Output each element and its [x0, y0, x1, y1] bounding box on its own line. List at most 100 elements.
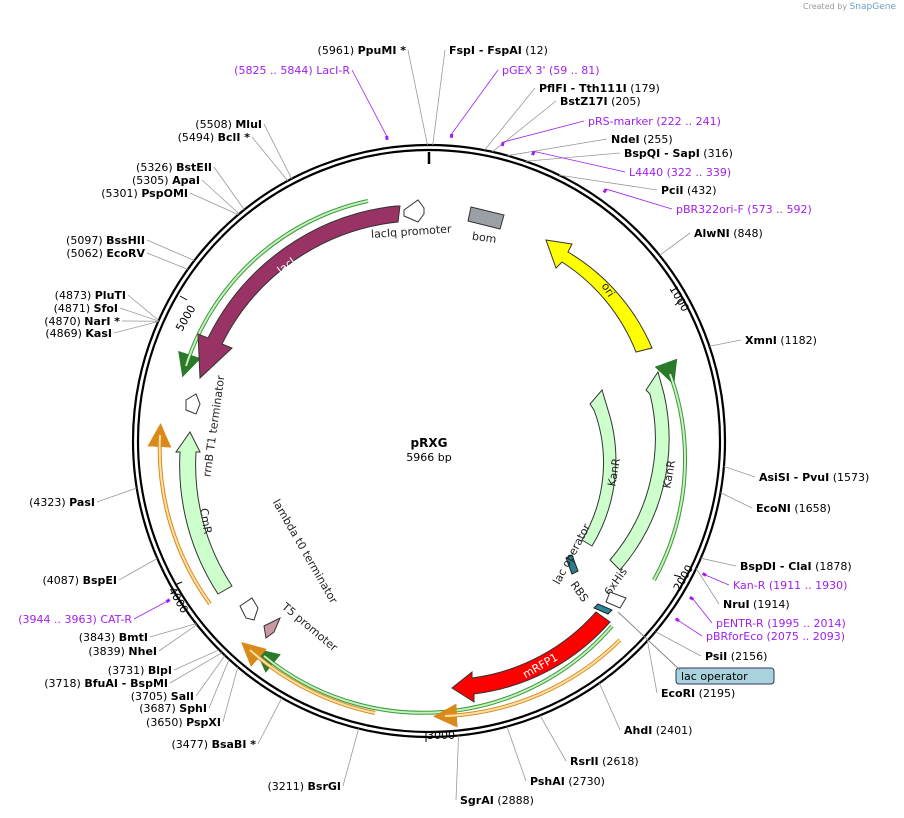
- enzyme-label-5[interactable]: BspQI - SapI (316): [624, 147, 733, 160]
- enzyme-label-37[interactable]: (5305) ApaI: [132, 174, 200, 187]
- enzyme-leader-17: [506, 726, 527, 782]
- primer-label-1[interactable]: pGEX 3' (59 .. 81): [502, 64, 600, 77]
- primer-site-2: [500, 141, 505, 147]
- enzyme-leader-7: [659, 232, 691, 256]
- enzyme-leader-9: [723, 465, 756, 478]
- lac-operator-callout: [675, 667, 775, 685]
- feature-rrnb-t1-terminator[interactable]: [185, 393, 201, 415]
- enzyme-leader-20: [257, 697, 283, 745]
- primer-label-3[interactable]: L4440 (322 .. 339): [629, 166, 731, 179]
- enzyme-label-36[interactable]: (5301) PspOMI: [101, 187, 188, 200]
- feature-t5-promoter[interactable]: [605, 591, 627, 609]
- enzyme-leader-23: [195, 655, 226, 697]
- enzyme-leader-19: [342, 728, 359, 787]
- feature-label-lambda-t0-terminator: lambda t0 terminator: [270, 497, 340, 606]
- feature-ori[interactable]: [545, 239, 653, 353]
- enzyme-label-24[interactable]: (3718) BfuAI - BspMI: [44, 677, 168, 690]
- leader-lines: [96, 49, 756, 801]
- feature-label-laciq-promoter: lacIq promoter: [371, 222, 453, 241]
- enzyme-label-27[interactable]: (3843) BmtI: [79, 631, 148, 644]
- enzyme-label-34[interactable]: (5062) EcoRV: [66, 247, 145, 260]
- enzyme-label-39[interactable]: (5494) BclI *: [178, 131, 251, 144]
- feature-lambda-t0-terminator[interactable]: [239, 597, 259, 621]
- enzyme-label-29[interactable]: (4323) PasI: [29, 496, 95, 509]
- enzyme-label-25[interactable]: (3731) BlpI: [108, 664, 172, 677]
- feature-rbs[interactable]: [593, 603, 613, 615]
- feature-label-ori: ori: [599, 280, 618, 299]
- enzyme-leader-29: [96, 487, 137, 503]
- feature-laci[interactable]: [197, 205, 401, 380]
- enzyme-label-0[interactable]: (5961) PpuMI *: [318, 44, 407, 57]
- primer-label-2[interactable]: pRS-marker (222 .. 241): [588, 115, 721, 128]
- enzyme-label-15[interactable]: AhdI (2401): [624, 724, 692, 737]
- enzyme-label-12[interactable]: NruI (1914): [723, 598, 790, 611]
- enzyme-leader-30: [113, 321, 159, 334]
- enzyme-leader-0: [407, 49, 428, 146]
- feature-mrfp1[interactable]: [451, 611, 611, 703]
- enzyme-label-26[interactable]: (3839) NheI: [88, 645, 157, 658]
- enzyme-labels: (5961) PpuMI * FspI - FspAI (12) PflFI - T…: [29, 44, 869, 807]
- enzyme-label-10[interactable]: EcoNI (1658): [756, 502, 831, 515]
- enzyme-leader-8: [709, 339, 742, 347]
- enzyme-label-28[interactable]: (4087) BspEI: [43, 574, 118, 587]
- enzyme-label-38[interactable]: (5326) BstEII: [136, 161, 212, 174]
- enzyme-leader-28: [118, 558, 158, 581]
- feature-kanr-outer[interactable]: [609, 370, 670, 571]
- enzyme-label-6[interactable]: PciI (432): [661, 184, 717, 197]
- primer-leader-5: [706, 574, 730, 586]
- feature-lac-operator[interactable]: [565, 554, 579, 575]
- enzyme-label-14[interactable]: EcoRI (2195): [661, 687, 735, 700]
- enzyme-label-31[interactable]: (4870) NarI *: [44, 315, 120, 328]
- enzyme-label-23[interactable]: (3705) SalI: [131, 690, 194, 703]
- feature-bom[interactable]: [467, 206, 505, 230]
- enzyme-label-1[interactable]: FspI - FspAI (12): [449, 44, 548, 57]
- enzyme-label-16[interactable]: RsrII (2618): [570, 755, 639, 768]
- backbone-inner-ring: [136, 148, 722, 734]
- feature-kanr-inner[interactable]: [581, 388, 617, 547]
- enzyme-label-7[interactable]: AlwNI (848): [694, 227, 763, 240]
- primer-site-3: [531, 150, 536, 156]
- enzyme-leader-25: [173, 649, 220, 671]
- enzyme-label-8[interactable]: XmnI (1182): [745, 334, 817, 347]
- enzyme-label-33[interactable]: (4873) PluTI: [55, 289, 126, 302]
- primer-leader-1: [451, 69, 499, 135]
- enzyme-label-13[interactable]: PsiI (2156): [705, 650, 767, 663]
- enzyme-label-22[interactable]: (3687) SphI: [139, 702, 207, 715]
- enzyme-leader-27: [149, 623, 197, 638]
- enzyme-label-20[interactable]: (3477) BsaBI *: [172, 738, 257, 751]
- enzyme-leader-5: [525, 152, 621, 162]
- enzyme-label-17[interactable]: PshAI (2730): [530, 775, 605, 788]
- enzyme-label-3[interactable]: BstZ17I (205): [560, 95, 641, 108]
- enzyme-label-2[interactable]: PflFI - Tth111I (179): [539, 82, 660, 95]
- enzyme-label-9[interactable]: AsiSI - PvuI (1573): [759, 471, 869, 484]
- enzyme-label-11[interactable]: BspDI - ClaI (1878): [740, 560, 852, 573]
- tick-label-5000: 5000: [173, 303, 198, 334]
- feature-cmr[interactable]: [175, 431, 233, 595]
- tick-label-3000: 3000: [427, 729, 455, 742]
- feature-6xhis[interactable]: [263, 616, 281, 639]
- enzyme-label-19[interactable]: (3211) BsrGI: [267, 780, 341, 793]
- enzyme-label-4[interactable]: NdeI (255): [611, 133, 673, 146]
- enzyme-label-18[interactable]: SgrAI (2888): [460, 794, 534, 807]
- enzyme-label-35[interactable]: (5097) BssHII: [66, 234, 145, 247]
- primer-label-0[interactable]: (5825 .. 5844) LacI-R: [234, 64, 350, 77]
- primer-leader-4: [606, 188, 673, 210]
- primer-label-6[interactable]: pENTR-R (1995 .. 2014): [716, 617, 846, 630]
- primer-leader-6: [692, 599, 713, 624]
- enzyme-leader-2: [484, 87, 536, 151]
- primer-label-7[interactable]: pBRforEco (2075 .. 2093): [706, 630, 845, 643]
- enzyme-leader-18: [455, 735, 459, 801]
- primer-label-5[interactable]: Kan-R (1911 .. 1930): [733, 579, 847, 592]
- enzyme-leader-12: [695, 568, 720, 605]
- primer-site-5: [701, 572, 707, 577]
- enzyme-label-30[interactable]: (4869) KasI: [45, 327, 112, 340]
- feature-laciq-promoter[interactable]: [403, 199, 425, 223]
- primer-label-8[interactable]: (3944 .. 3963) CAT-R: [18, 613, 132, 626]
- primer-leader-3: [533, 151, 626, 173]
- enzyme-leader-14: [647, 640, 658, 694]
- enzyme-label-40[interactable]: (5508) MluI: [195, 118, 262, 131]
- primer-label-4[interactable]: pBR322ori-F (573 .. 592): [676, 203, 812, 216]
- enzyme-label-21[interactable]: (3650) PspXI: [146, 716, 221, 729]
- plasmid-size: 5966 bp: [406, 451, 451, 464]
- enzyme-label-32[interactable]: (4871) SfoI: [54, 302, 118, 315]
